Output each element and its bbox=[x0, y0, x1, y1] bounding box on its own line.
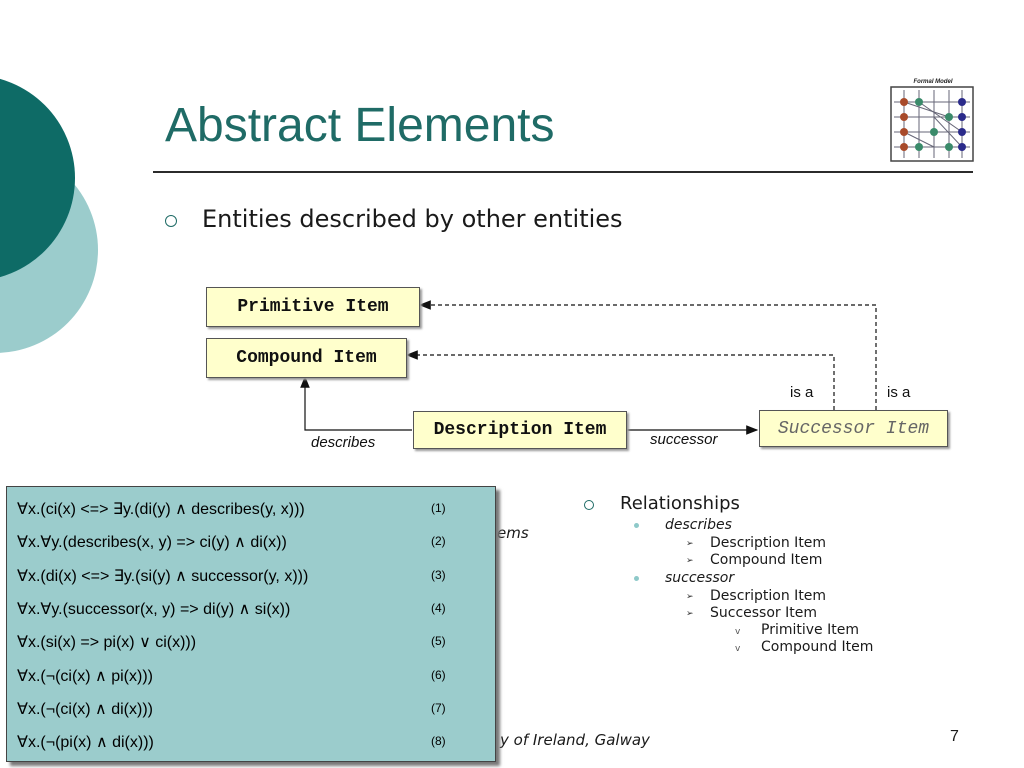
title-divider bbox=[153, 171, 973, 173]
arrow-bullet-icon: ➢ bbox=[686, 592, 694, 602]
formula-number: (3) bbox=[431, 568, 446, 582]
relationship-item: Compound Item bbox=[710, 552, 823, 568]
formula-panel: ∀x.(ci(x) <=> ∃y.(di(y) ∧ describes(y, x… bbox=[6, 486, 496, 762]
formula-row: ∀x.∀y.(successor(x, y) => di(y) ∧ si(x))… bbox=[17, 599, 477, 623]
main-bullet-text: Entities described by other entities bbox=[202, 205, 623, 233]
successor-item-box: Successor Item bbox=[759, 410, 948, 447]
formula-number: (5) bbox=[431, 634, 446, 648]
compound-item-box: Compound Item bbox=[206, 338, 407, 378]
relationship-item: Successor Item bbox=[710, 605, 817, 621]
page-number: 7 bbox=[950, 728, 959, 745]
relationship-item: Description Item bbox=[710, 588, 827, 604]
relationship-item: Description Item bbox=[710, 535, 827, 551]
is-a-primitive-arrow bbox=[418, 300, 877, 410]
formula-row: ∀x.∀y.(describes(x, y) => ci(y) ∧ di(x))… bbox=[17, 532, 477, 556]
is-a-label: is a bbox=[790, 384, 814, 401]
description-item-box: Description Item bbox=[413, 411, 627, 449]
formula-expression: ∀x.(ci(x) <=> ∃y.(di(y) ∧ describes(y, x… bbox=[17, 501, 305, 518]
formula-number: (8) bbox=[431, 734, 446, 748]
formula-number: (2) bbox=[431, 534, 446, 548]
dark-teal-circle bbox=[0, 78, 75, 278]
diagram-connectors bbox=[300, 300, 877, 435]
formula-expression: ∀x.∀y.(successor(x, y) => di(y) ∧ si(x)) bbox=[17, 601, 291, 618]
formula-number: (4) bbox=[431, 601, 446, 615]
formula-row: ∀x.(di(x) <=> ∃y.(si(y) ∧ successor(y, x… bbox=[17, 566, 477, 590]
logo-caption: Formal Model bbox=[913, 79, 953, 85]
relationship-subitem: Primitive Item bbox=[761, 622, 859, 638]
bullet-dot-icon bbox=[634, 576, 639, 581]
slide-title: Abstract Elements bbox=[165, 99, 555, 152]
formula-row: ∀x.(si(x) => pi(x) ∨ ci(x))) (5) bbox=[17, 632, 477, 656]
arrow-bullet-icon: ➢ bbox=[686, 539, 694, 549]
formula-number: (7) bbox=[431, 701, 446, 715]
describes-label: describes bbox=[311, 434, 376, 451]
relationship-subitem: Compound Item bbox=[761, 639, 874, 655]
formula-row: ∀x.(ci(x) <=> ∃y.(di(y) ∧ describes(y, x… bbox=[17, 499, 477, 523]
formula-row: ∀x.(¬(ci(x) ∧ pi(x))) (6) bbox=[17, 666, 477, 690]
check-bullet-icon: v bbox=[735, 627, 741, 637]
formula-expression: ∀x.(si(x) => pi(x) ∨ ci(x))) bbox=[17, 634, 197, 651]
relationship-name: successor bbox=[665, 570, 735, 586]
successor-label: successor bbox=[650, 431, 718, 448]
is-a-compound-arrow bbox=[405, 350, 835, 410]
check-bullet-icon: v bbox=[735, 644, 741, 654]
formula-expression: ∀x.(¬(ci(x) ∧ pi(x))) bbox=[17, 668, 153, 685]
bullet-ring-icon bbox=[165, 215, 177, 227]
footer-text: y of Ireland, Galway bbox=[500, 731, 650, 749]
relationship-name: describes bbox=[665, 517, 732, 533]
bullet-ring-icon bbox=[584, 500, 594, 510]
decorative-circles bbox=[0, 78, 98, 353]
formula-expression: ∀x.(di(x) <=> ∃y.(si(y) ∧ successor(y, x… bbox=[17, 568, 309, 585]
formal-model-logo-icon bbox=[890, 86, 974, 162]
obscured-text-fragment: ems bbox=[497, 524, 529, 542]
arrow-bullet-icon: ➢ bbox=[686, 609, 694, 619]
formula-expression: ∀x.(¬(pi(x) ∧ di(x))) bbox=[17, 734, 154, 751]
formula-row: ∀x.(¬(ci(x) ∧ di(x))) (7) bbox=[17, 699, 477, 723]
formula-expression: ∀x.(¬(ci(x) ∧ di(x))) bbox=[17, 701, 153, 718]
is-a-label: is a bbox=[887, 384, 911, 401]
relationships-title: Relationships bbox=[620, 493, 740, 514]
primitive-item-box: Primitive Item bbox=[206, 287, 420, 327]
bullet-dot-icon bbox=[634, 523, 639, 528]
formula-number: (1) bbox=[431, 501, 446, 515]
arrow-bullet-icon: ➢ bbox=[686, 556, 694, 566]
describes-arrow bbox=[300, 375, 412, 431]
formula-expression: ∀x.∀y.(describes(x, y) => ci(y) ∧ di(x)) bbox=[17, 534, 287, 551]
formula-row: ∀x.(¬(pi(x) ∧ di(x))) (8) bbox=[17, 732, 477, 756]
formula-number: (6) bbox=[431, 668, 446, 682]
